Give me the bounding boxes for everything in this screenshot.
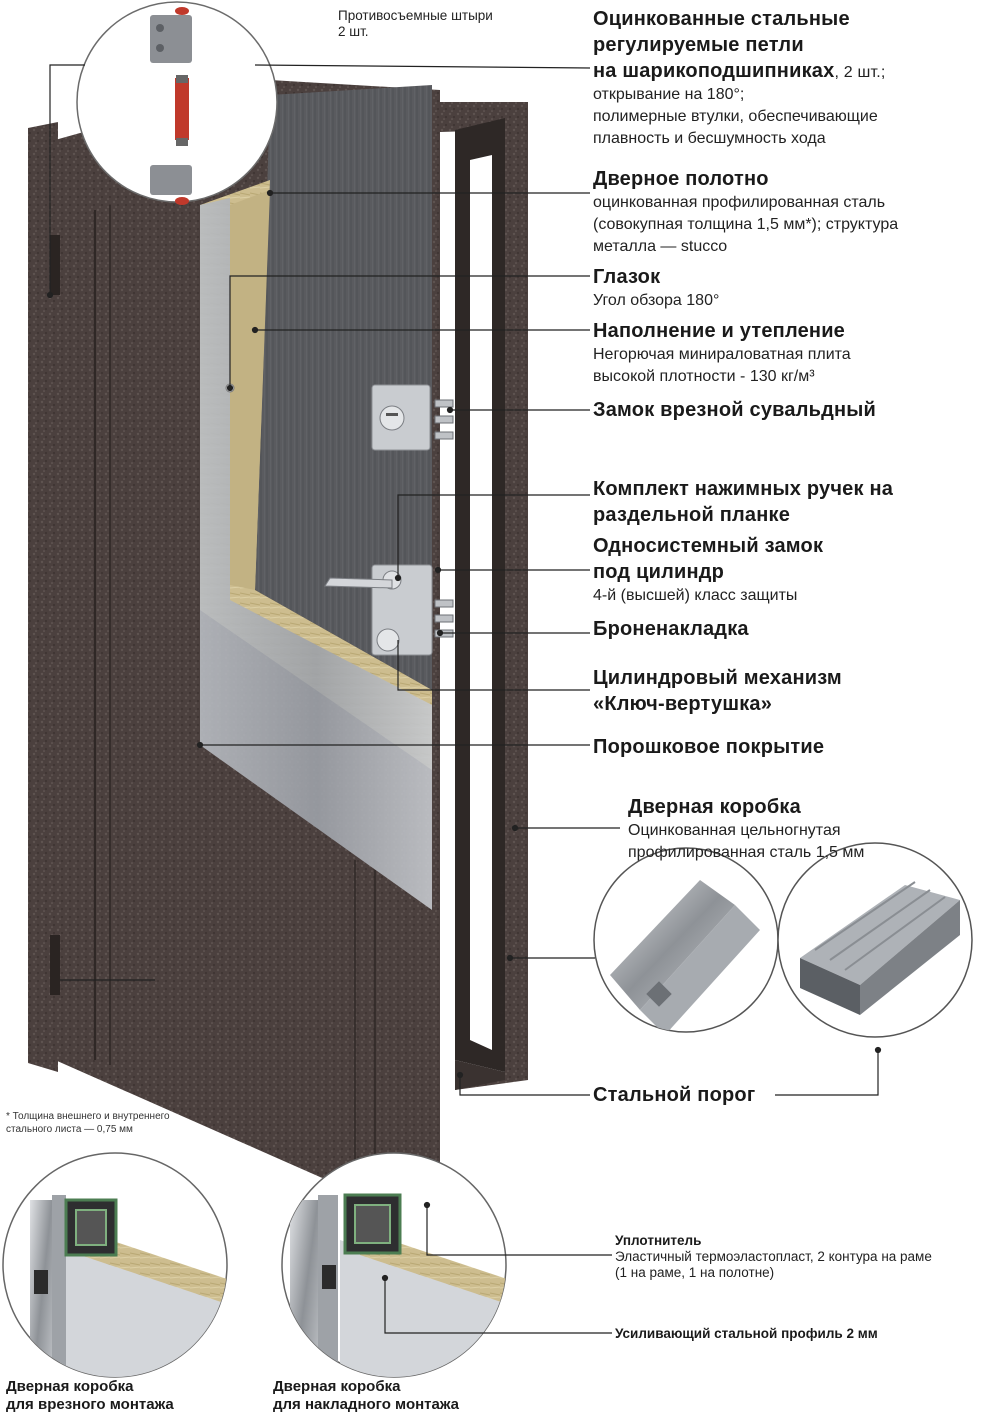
label-reinforcing-profile-title: Усиливающий стальной профиль 2 мм — [615, 1326, 878, 1341]
caption-mortise-frame: Дверная коробка для врезного монтажа — [6, 1378, 174, 1414]
label-door-frame-desc-1: Оцинкованная цельногнутая — [628, 822, 841, 839]
label-hinges-title-tail: на шарикоподшипниках — [593, 60, 835, 82]
label-hinges: Оцинкованные стальные регулируемые петли… — [593, 6, 993, 150]
overlay-section-circle — [281, 1152, 507, 1378]
caption-overlay-frame: Дверная коробка для накладного монтажа — [273, 1378, 459, 1414]
label-handles-title-1: Комплект нажимных ручек на — [593, 478, 894, 500]
label-seal-desc-1: Эластичный термоэластопласт, 2 контура н… — [615, 1249, 932, 1264]
label-door-frame: Дверная коробка Оцинкованная цельногнута… — [628, 794, 988, 864]
label-threshold-title: Стальной порог — [593, 1084, 756, 1106]
caption-mortise-line-1: Дверная коробка — [6, 1378, 134, 1395]
label-hinges-desc-1: открывание на 180°; — [593, 86, 745, 103]
label-handles-title-2: раздельной планке — [593, 504, 791, 526]
label-peephole-title: Глазок — [593, 266, 661, 288]
label-hinges-title-suffix: , 2 шт.; — [834, 64, 886, 81]
leader-lines — [46, 64, 882, 1334]
footnote-line-2: стального листа — 0,75 мм — [6, 1124, 133, 1135]
label-seal: Уплотнитель Эластичный термоэластопласт,… — [615, 1233, 995, 1281]
door-leaf — [50, 80, 440, 1230]
label-cylinder-lock-title-1: Односистемный замок — [593, 535, 824, 557]
label-peephole-desc: Угол обзора 180° — [593, 292, 720, 309]
label-filling: Наполнение и утепление Негорючая минирал… — [593, 318, 993, 388]
label-reinforcing-profile: Усиливающий стальной профиль 2 мм — [615, 1326, 995, 1342]
frame-profile-circle-1 — [593, 847, 779, 1033]
mortise-section-circle — [2, 1152, 228, 1378]
hinge-pins-label: Противосъемные штыри 2 шт. — [338, 8, 493, 40]
label-seal-title: Уплотнитель — [615, 1233, 702, 1248]
label-door-frame-title: Дверная коробка — [628, 796, 801, 818]
label-door-frame-desc-2: профилированная сталь 1,5 мм — [628, 844, 865, 861]
label-cylinder-mechanism: Цилиндровый механизм «Ключ-вертушка» — [593, 665, 993, 717]
label-cylinder-mechanism-title-2: «Ключ-вертушка» — [593, 693, 773, 715]
footnote: * Толщина внешнего и внутреннего стально… — [6, 1110, 170, 1136]
label-cylinder-lock-desc: 4-й (высшей) класс защиты — [593, 587, 798, 604]
label-filling-desc-2: высокой плотности - 130 кг/м³ — [593, 368, 815, 385]
label-armor-plate: Броненакладка — [593, 616, 993, 642]
frame-profile-circle-2 — [777, 842, 973, 1038]
label-leaf: Дверное полотно оцинкованная профилирова… — [593, 166, 993, 258]
label-powder-coating-title: Порошковое покрытие — [593, 736, 825, 758]
label-lever-lock-title: Замок врезной сувальдный — [593, 399, 877, 421]
label-hinges-title-2: регулируемые петли — [593, 34, 804, 56]
label-handles: Комплект нажимных ручек на раздельной пл… — [593, 476, 993, 528]
label-cylinder-lock: Односистемный замок под цилиндр 4-й (выс… — [593, 533, 993, 607]
label-filling-desc-1: Негорючая минираловатная плита — [593, 346, 851, 363]
hinge-pins-count: 2 шт. — [338, 24, 369, 39]
label-seal-desc-2: (1 на раме, 1 на полотне) — [615, 1265, 775, 1280]
label-leaf-desc-3: металла — stucco — [593, 238, 728, 255]
label-hinges-title-1: Оцинкованные стальные — [593, 8, 850, 30]
hinge-detail-circle — [76, 1, 278, 205]
footnote-line-1: * Толщина внешнего и внутреннего — [6, 1111, 170, 1122]
label-peephole: Глазок Угол обзора 180° — [593, 264, 993, 312]
label-leaf-desc-2: (совокупная толщина 1,5 мм*); структура — [593, 216, 899, 233]
hinge-pins-title: Противосъемные штыри — [338, 8, 493, 23]
label-hinges-desc-2: полимерные втулки, обеспечивающие — [593, 108, 878, 125]
label-powder-coating: Порошковое покрытие — [593, 734, 993, 760]
label-hinges-desc-3: плавность и бесшумность хода — [593, 130, 826, 147]
label-leaf-desc-1: оцинкованная профилированная сталь — [593, 194, 886, 211]
label-armor-plate-title: Броненакладка — [593, 618, 749, 640]
label-leaf-title: Дверное полотно — [593, 168, 769, 190]
caption-overlay-line-2: для накладного монтажа — [273, 1396, 460, 1413]
lock-hardware — [225, 383, 454, 656]
caption-overlay-line-1: Дверная коробка — [273, 1378, 401, 1395]
label-cylinder-mechanism-title-1: Цилиндровый механизм — [593, 667, 842, 689]
label-cylinder-lock-title-2: под цилиндр — [593, 561, 725, 583]
label-filling-title: Наполнение и утепление — [593, 320, 846, 342]
label-lever-lock: Замок врезной сувальдный — [593, 397, 993, 423]
label-threshold: Стальной порог — [593, 1082, 793, 1108]
door-frame — [28, 102, 528, 1090]
caption-mortise-line-2: для врезного монтажа — [6, 1396, 174, 1413]
label-hinges-title-3: на шарикоподшипниках, 2 шт.; — [593, 58, 993, 84]
